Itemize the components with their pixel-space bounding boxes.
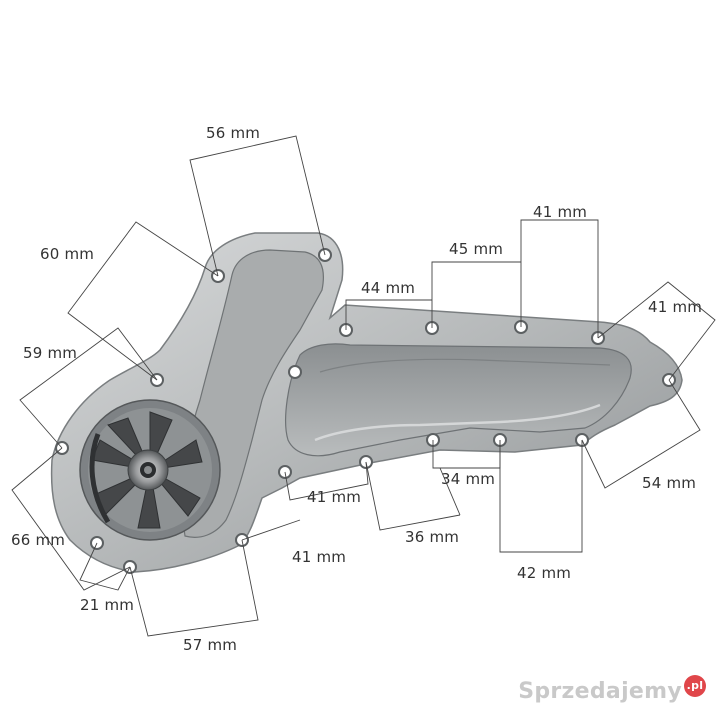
- dimension-label-41-top: 41 mm: [533, 203, 588, 221]
- dimension-label-41-mid: 41 mm: [307, 488, 362, 506]
- dimension-lines: [11, 135, 716, 637]
- dimension-label-45: 45 mm: [449, 240, 504, 258]
- watermark-tld-badge: .pl: [684, 675, 706, 697]
- dimension-label-56: 56 mm: [206, 124, 261, 142]
- dimension-label-41-right: 41 mm: [648, 298, 703, 316]
- dimension-label-36: 36 mm: [405, 528, 460, 546]
- dimension-label-42: 42 mm: [517, 564, 572, 582]
- watermark-logo: Sprzedajemy .pl: [518, 675, 706, 704]
- dimension-label-57: 57 mm: [183, 636, 238, 654]
- watermark-brand: Sprzedajemy: [518, 679, 682, 704]
- dimension-label-34: 34 mm: [441, 470, 496, 488]
- dimension-label-41-bottom-left: 41 mm: [292, 548, 347, 566]
- dimension-label-66: 66 mm: [11, 531, 66, 549]
- dimension-label-54: 54 mm: [642, 474, 697, 492]
- dimension-label-44: 44 mm: [361, 279, 416, 297]
- dimension-label-60: 60 mm: [40, 245, 95, 263]
- dimension-label-21: 21 mm: [80, 596, 135, 614]
- dimension-label-59: 59 mm: [23, 344, 78, 362]
